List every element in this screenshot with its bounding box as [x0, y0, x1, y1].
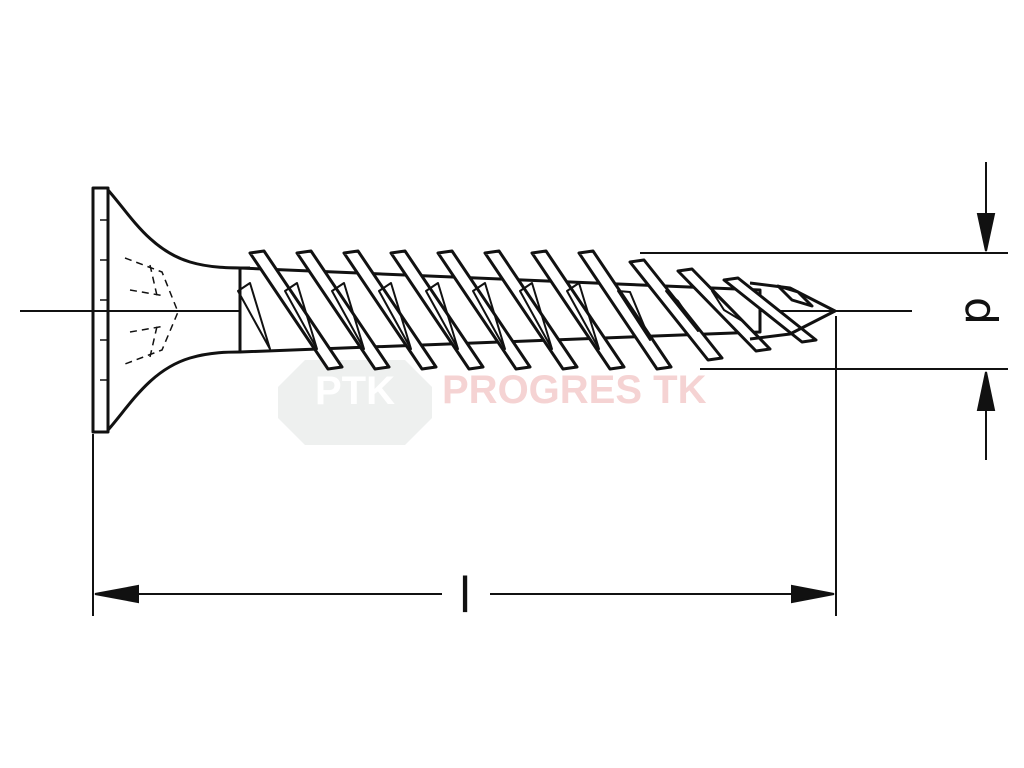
thread-flight	[722, 276, 818, 344]
length-dimension	[92, 316, 837, 616]
length-label: l	[458, 568, 471, 624]
diameter-arrowhead-bottom	[976, 371, 996, 411]
length-arrowhead-left	[94, 584, 139, 604]
thread-flight	[628, 258, 724, 362]
head-plate	[91, 186, 110, 434]
diameter-arrowhead-top	[976, 213, 996, 252]
thread-back-edge	[617, 290, 651, 341]
thread-back-edge	[566, 282, 600, 350]
phillips-recess-hidden-lines	[124, 257, 179, 365]
watermark: PTK PROGRES TK	[278, 360, 707, 445]
length-arrowhead-right	[791, 584, 835, 604]
screw-head	[91, 186, 251, 434]
thread-back-edge	[711, 290, 745, 323]
thread-back-edge	[237, 282, 271, 350]
head-bugle-upper	[106, 189, 251, 270]
thread-back-edge	[378, 282, 412, 350]
thread-back-edge	[472, 282, 506, 350]
thread-back-edge	[284, 282, 318, 350]
watermark-logo-text: PTK	[315, 369, 395, 413]
head-bugle-lower	[106, 350, 241, 431]
diameter-dimension	[640, 162, 1008, 460]
thread-back-edge	[425, 282, 459, 350]
thread-group	[237, 249, 818, 371]
thread-back-edge	[665, 290, 699, 332]
watermark-brand-text: PROGRES TK	[442, 368, 707, 412]
screw-tip	[749, 281, 837, 341]
tip-thread	[776, 284, 814, 308]
thread-flight	[577, 249, 673, 371]
thread-back-edge	[331, 282, 365, 350]
diameter-label: d	[955, 297, 1006, 325]
watermark-logo-octagon	[278, 360, 432, 445]
thread-back-edge	[519, 282, 553, 350]
